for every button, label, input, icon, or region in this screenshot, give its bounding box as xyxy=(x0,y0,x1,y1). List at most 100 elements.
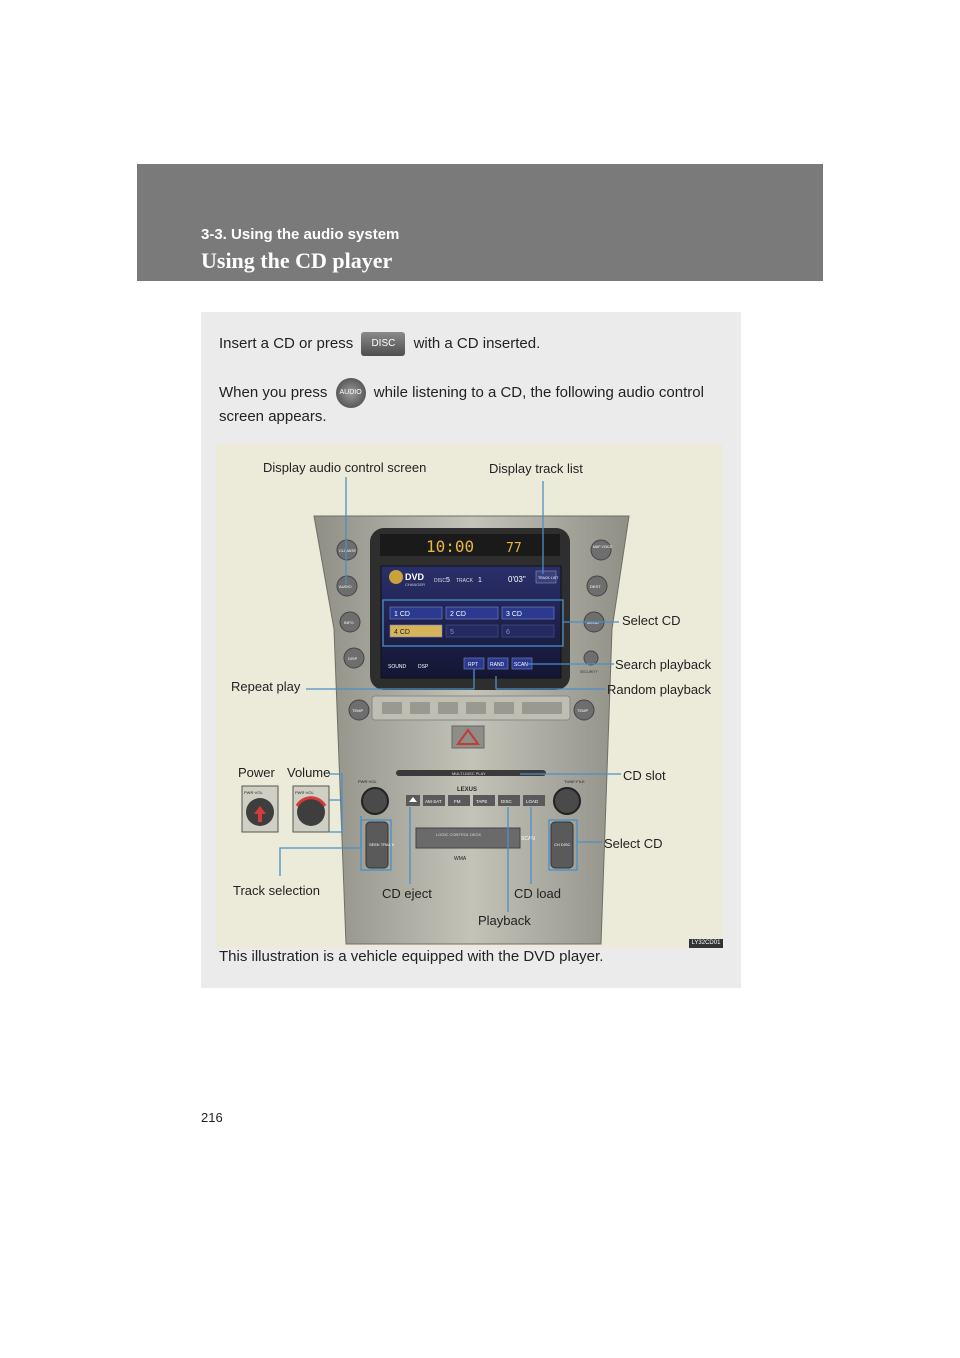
section-heading: 3-3. Using the audio system xyxy=(201,226,400,243)
preset-grid: 1 CD 2 CD 3 CD 4 CD 5 6 xyxy=(389,606,555,638)
source-label: DVD xyxy=(405,572,425,582)
scan-label: SCAN xyxy=(514,662,528,668)
temp-left-button[interactable] xyxy=(348,699,370,721)
source-label: FM xyxy=(454,799,461,804)
track-number: 1 xyxy=(478,577,482,584)
tune-file-knob[interactable] xyxy=(553,787,581,815)
disc-button[interactable] xyxy=(498,795,520,806)
callout-line xyxy=(329,773,343,801)
tape-deck xyxy=(415,827,521,849)
fm-button[interactable] xyxy=(448,795,470,806)
audio-button[interactable] xyxy=(336,575,358,597)
seek-track-button[interactable] xyxy=(365,821,389,869)
brand-label: LEXUS xyxy=(457,787,477,793)
label-track-selection: Track selection xyxy=(233,883,320,898)
header-band: 3-3. Using the audio system Using the CD… xyxy=(137,164,823,281)
page-number: 216 xyxy=(201,1110,223,1125)
button-label: DISP xyxy=(348,656,358,661)
rand-button[interactable] xyxy=(487,657,509,670)
intro-line-2: When you press AUDIO while listening to … xyxy=(219,378,704,408)
knob-label: TUNE·FILE xyxy=(564,779,585,784)
source-label: DISC xyxy=(501,799,513,804)
disc-button-icon: DISC xyxy=(361,332,406,356)
preset-5[interactable] xyxy=(445,624,499,638)
climate-button[interactable] xyxy=(336,539,358,561)
inset-label: PWR·VOL xyxy=(295,790,314,795)
preset-1[interactable] xyxy=(389,606,443,620)
info-button[interactable] xyxy=(339,611,361,633)
load-button[interactable] xyxy=(523,795,545,806)
climate-key[interactable] xyxy=(494,702,514,714)
security-button[interactable] xyxy=(583,650,599,666)
am-sat-button[interactable] xyxy=(423,795,445,806)
ch-disc-button[interactable] xyxy=(550,821,574,869)
track-label: TRACK xyxy=(456,578,474,584)
preset-label: 1 CD xyxy=(394,611,410,618)
wma-label: WMA xyxy=(454,856,467,862)
label-repeat-play: Repeat play xyxy=(231,679,301,694)
console-drawing: 10:00 77 DVD CHANGER DISC 5 TRACK 1 0'03… xyxy=(241,477,630,945)
label-select-cd-top: Select CD xyxy=(622,613,681,628)
climate-key[interactable] xyxy=(522,702,562,714)
rpt-label: RPT xyxy=(468,662,478,668)
map-voice-button[interactable] xyxy=(590,539,612,561)
disp-button[interactable] xyxy=(343,647,365,669)
preset-highlight xyxy=(382,599,564,647)
seek-label: SEEK TRACK xyxy=(369,842,395,847)
content-panel: Insert a CD or press DISC with a CD inse… xyxy=(201,312,741,988)
pwr-vol-knob[interactable] xyxy=(361,787,389,815)
button-label: AUDIO xyxy=(339,584,352,589)
button-label: TEMP xyxy=(577,708,588,713)
intro-text: with a CD inserted. xyxy=(413,334,541,352)
hazard-icon xyxy=(456,728,480,745)
climate-key[interactable] xyxy=(466,702,486,714)
preset-4[interactable] xyxy=(389,624,443,638)
temp-readout: 77 xyxy=(506,541,522,556)
inset-label: PWR·VOL xyxy=(244,790,263,795)
dest-button[interactable] xyxy=(586,575,608,597)
eject-icon xyxy=(409,797,417,802)
deck-label: LOGIC CONTROL DECK xyxy=(436,832,482,837)
cd-slot xyxy=(396,770,546,776)
label-cd-load: CD load xyxy=(514,886,561,901)
intro-line-3: screen appears. xyxy=(219,408,327,425)
button-label: INFO xyxy=(344,620,354,625)
tape-button[interactable] xyxy=(473,795,495,806)
figure-code: LY32CD01 xyxy=(689,939,723,948)
label-cd-eject: CD eject xyxy=(382,886,432,901)
climate-key[interactable] xyxy=(410,702,430,714)
preset-3[interactable] xyxy=(501,606,555,620)
button-label: DEST xyxy=(590,584,601,589)
preset-label: 5 xyxy=(450,629,454,636)
disc-label: DISC xyxy=(434,578,446,584)
right-button-column: MAP VOICE DEST MENU SECURITY TEMP xyxy=(573,539,613,721)
temp-right-button[interactable] xyxy=(573,699,595,721)
label-power: Power xyxy=(238,765,275,780)
track-list-button[interactable] xyxy=(535,570,557,584)
press-arrow-icon xyxy=(254,806,266,822)
slot-label: MULTI-DISC PLAY xyxy=(452,771,486,776)
disc-number: 5 xyxy=(446,577,450,584)
dsp-label: DSP xyxy=(418,664,429,670)
preset-6[interactable] xyxy=(501,624,555,638)
source-label: LOAD xyxy=(526,799,539,804)
volume-knob xyxy=(297,798,325,826)
climate-key[interactable] xyxy=(438,702,458,714)
preset-2[interactable] xyxy=(445,606,499,620)
source-button-row: AM·SAT FM TAPE DISC LOAD xyxy=(406,795,545,806)
sound-label: SOUND xyxy=(388,664,406,670)
label-select-cd-bottom: Select CD xyxy=(604,836,663,851)
intro-line-1: Insert a CD or press DISC with a CD inse… xyxy=(219,332,540,356)
clock-strip xyxy=(380,534,560,556)
source-label: TAPE xyxy=(476,799,487,804)
intro-text: Insert a CD or press xyxy=(219,334,354,352)
preset-label: 6 xyxy=(506,629,510,636)
button-label: CLIMATE xyxy=(339,548,356,553)
audio-button-icon: AUDIO xyxy=(335,378,366,408)
knob-label: PWR·VOL xyxy=(358,779,377,784)
label-display-track: Display track list xyxy=(489,461,583,476)
climate-key[interactable] xyxy=(382,702,402,714)
source-label: AM·SAT xyxy=(425,799,442,804)
preset-label: 3 CD xyxy=(506,611,522,618)
callout-line xyxy=(329,800,343,833)
